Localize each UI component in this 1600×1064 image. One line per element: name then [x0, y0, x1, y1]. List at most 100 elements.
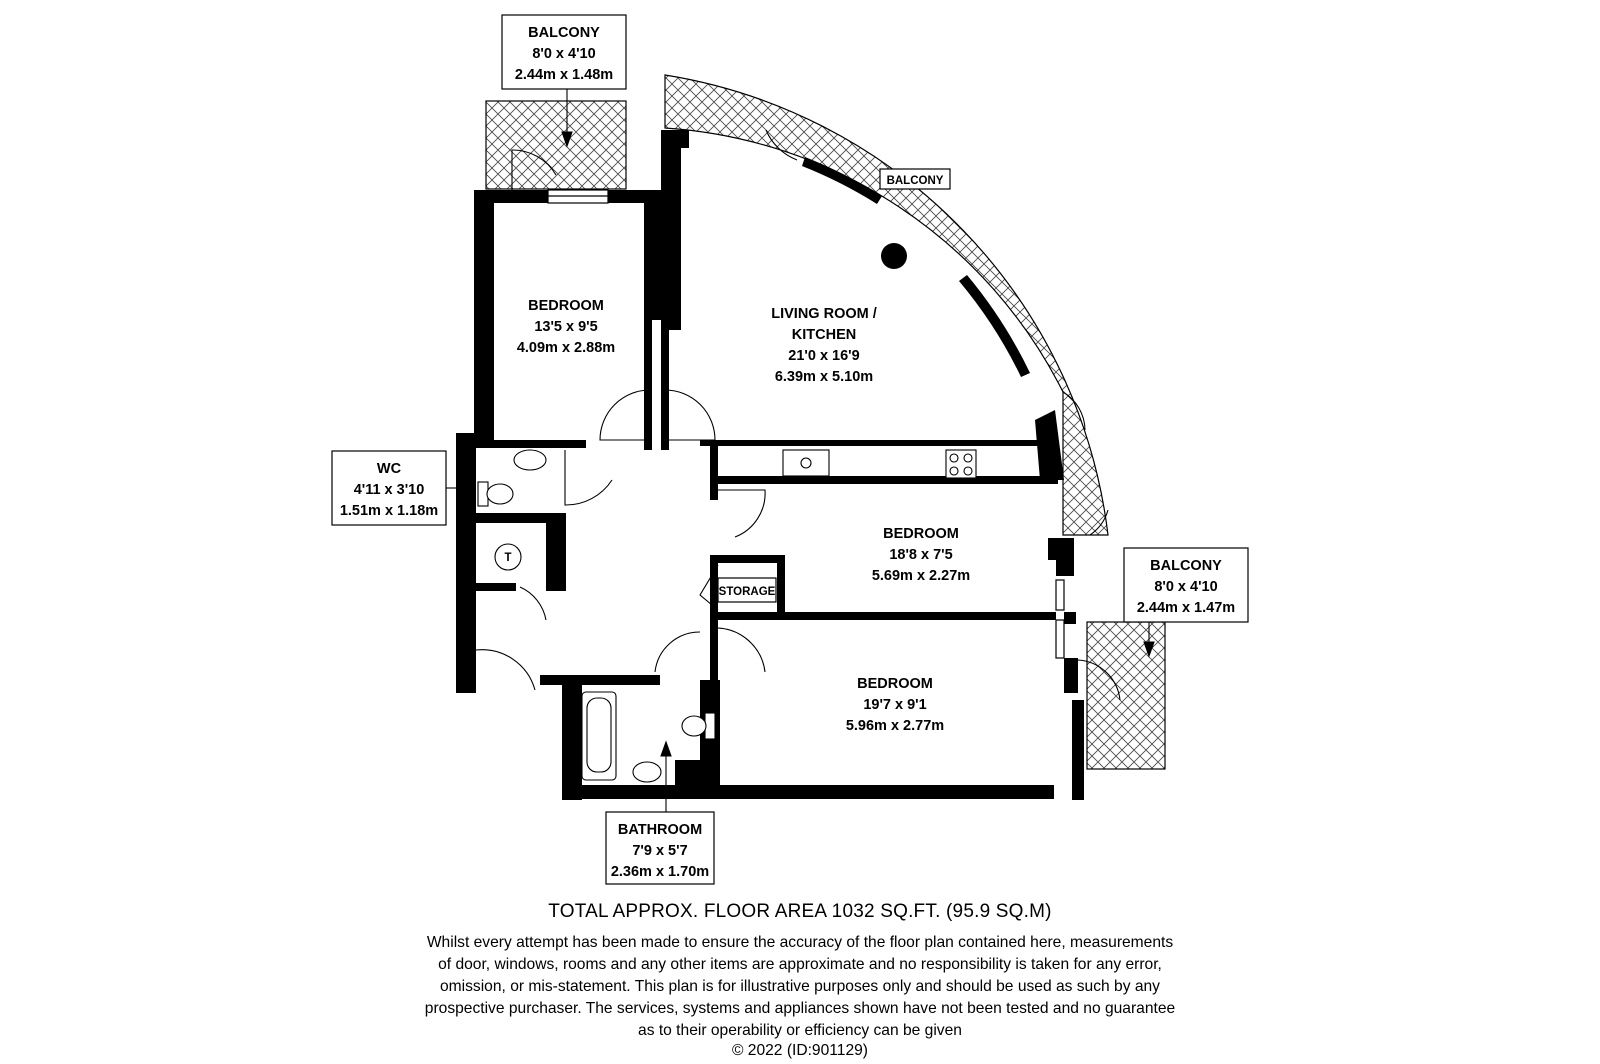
bathroom-name: BATHROOM	[618, 822, 702, 838]
window-wall	[802, 157, 882, 204]
storage-door	[699, 564, 719, 611]
balcony-top-imperial: 8'0 x 4'10	[532, 46, 595, 62]
wc-toilet-icon	[486, 483, 514, 505]
storage-box	[717, 577, 777, 603]
door-swing	[1062, 391, 1086, 431]
wall	[474, 190, 494, 440]
disclaimer-line: omission, or mis-statement. This plan is…	[440, 978, 1160, 995]
living-name-line2: KITCHEN	[792, 327, 856, 343]
wall	[675, 760, 720, 790]
bedroom-1-metric: 4.09m x 2.88m	[517, 340, 615, 356]
wall	[476, 583, 516, 591]
bath-basin-icon	[632, 761, 662, 783]
doors	[475, 129, 1121, 701]
balcony-right-name: BALCONY	[1150, 558, 1222, 574]
bedroom-3-imperial: 19'7 x 9'1	[863, 697, 926, 713]
living-imperial: 21'0 x 16'9	[788, 348, 859, 364]
door-swing	[717, 627, 766, 673]
wall	[1048, 538, 1056, 560]
window	[1055, 619, 1065, 659]
disclaimer-line: of door, windows, rooms and any other it…	[438, 956, 1162, 973]
window	[1055, 579, 1065, 611]
copyright: © 2022 (ID:901129)	[731, 1042, 869, 1059]
disclaimer-line: Whilst every attempt has been made to en…	[426, 934, 1174, 951]
bath-toilet-icon	[681, 715, 707, 737]
door-swing	[765, 129, 798, 161]
wall	[1064, 658, 1078, 693]
walls	[456, 130, 1084, 800]
wall	[700, 440, 1040, 446]
sink-drain-icon	[800, 457, 812, 469]
living-metric: 6.39m x 5.10m	[775, 369, 873, 385]
balcony-right-metric: 2.44m x 1.47m	[1137, 600, 1235, 616]
arrow-head-icon	[561, 131, 573, 148]
disclaimer-line: prospective purchaser. The services, sys…	[424, 1000, 1176, 1017]
wc-box	[331, 450, 447, 526]
wall	[718, 612, 1056, 620]
door-swing	[564, 450, 613, 506]
room-labels: BALCONY 8'0 x 4'10 2.44m x 1.48m BEDROOM…	[340, 25, 1235, 880]
wall	[546, 523, 566, 591]
wall	[562, 685, 582, 800]
wall	[476, 513, 566, 523]
arrow-head-icon	[660, 740, 672, 757]
bedroom-2-name: BEDROOM	[883, 526, 959, 542]
wc-imperial: 4'11 x 3'10	[354, 482, 425, 498]
wall	[710, 440, 718, 500]
wall	[718, 476, 1058, 484]
balcony-top-metric: 2.44m x 1.48m	[515, 67, 613, 83]
wall	[661, 130, 681, 330]
hob-ring-icon	[949, 466, 959, 476]
balcony-curved-box	[879, 168, 951, 190]
wall	[562, 785, 1054, 799]
wc-basin-icon	[513, 449, 547, 471]
label-boxes	[331, 14, 1249, 885]
door-swing	[519, 586, 547, 621]
door-swing	[511, 149, 557, 200]
wall	[644, 310, 652, 450]
bathtub-inner-icon	[586, 697, 612, 773]
balcony-curved-name: BALCONY	[887, 175, 944, 187]
wall	[644, 190, 662, 320]
bathroom-metric: 2.36m x 1.70m	[611, 864, 709, 880]
wall	[540, 675, 660, 685]
door-swing	[718, 489, 766, 538]
wall	[1064, 612, 1076, 624]
column	[881, 243, 907, 269]
bedroom-2-imperial: 18'8 x 7'5	[889, 547, 952, 563]
window-wall	[959, 275, 1030, 377]
bedroom-3-name: BEDROOM	[857, 676, 933, 692]
bedroom-2-metric: 5.69m x 2.27m	[872, 568, 970, 584]
wall	[1072, 700, 1084, 800]
door-swing	[664, 389, 716, 441]
wall	[718, 555, 778, 563]
bedroom-1-imperial: 13'5 x 9'5	[534, 319, 597, 335]
bathroom-box	[605, 811, 715, 885]
balcony-top-name: BALCONY	[528, 25, 600, 41]
disclaimer: Whilst every attempt has been made to en…	[0, 932, 1600, 1042]
wc-metric: 1.51m x 1.18m	[340, 503, 438, 519]
wall	[661, 130, 689, 148]
arrow-head-icon	[1143, 641, 1155, 658]
wall	[476, 440, 586, 448]
disclaimer-line: as to their operability or efficiency ca…	[638, 1022, 962, 1039]
wc-name: WC	[377, 461, 402, 477]
balcony-right-box	[1123, 547, 1249, 623]
wall	[710, 555, 718, 625]
fixtures	[477, 449, 977, 783]
cupboard-symbol-icon	[494, 543, 522, 571]
door-swing	[599, 389, 651, 441]
bedroom-1-name: BEDROOM	[528, 298, 604, 314]
door-swing	[1077, 659, 1121, 701]
windows	[547, 189, 609, 204]
pointer-arrows	[446, 89, 1155, 812]
hob-ring-icon	[963, 466, 973, 476]
wall	[456, 433, 476, 683]
wall	[777, 555, 785, 617]
total-floor-area: TOTAL APPROX. FLOOR AREA 1032 SQ.FT. (95…	[548, 901, 1052, 922]
door-swing	[654, 631, 701, 673]
door-swing	[1089, 509, 1109, 536]
bedroom-3-metric: 5.96m x 2.77m	[846, 718, 944, 734]
balcony-right-imperial: 8'0 x 4'10	[1154, 579, 1217, 595]
